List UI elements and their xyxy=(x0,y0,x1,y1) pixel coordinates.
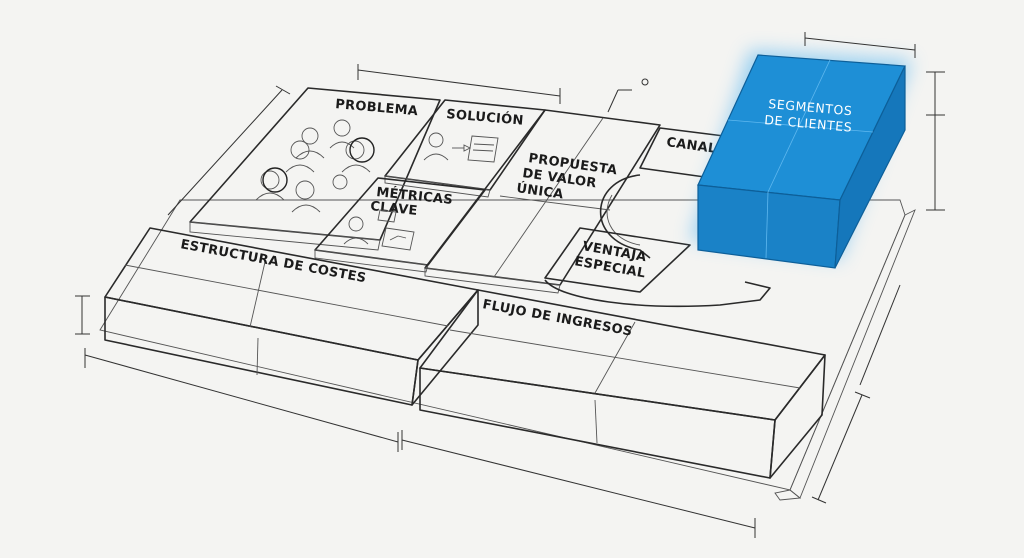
block-segmentos-clientes: SEGMENTOS DE CLIENTES xyxy=(690,50,912,269)
solution-sketch-icon xyxy=(423,132,499,163)
panel-metricas-clave: MÉTRICAS CLAVE xyxy=(314,177,486,273)
block-flujo-ingresos: FLUJO DE INGRESOS xyxy=(419,289,826,479)
dimension-lines xyxy=(75,32,945,538)
panel-problema: PROBLEMA xyxy=(189,87,441,251)
label-estructura-costes: ESTRUCTURA DE COSTES xyxy=(179,237,367,286)
block-estructura-costes: ESTRUCTURA DE COSTES xyxy=(104,227,479,406)
label-flujo-ingresos: FLUJO DE INGRESOS xyxy=(481,297,633,339)
label-solucion: SOLUCIÓN xyxy=(446,106,525,129)
pin-icon xyxy=(641,78,649,86)
panel-solucion: SOLUCIÓN xyxy=(384,99,546,198)
label-segmentos-line1: SEGMENTOS xyxy=(768,96,853,118)
metrics-sketch-icon xyxy=(343,209,415,251)
people-sketch-icon xyxy=(255,119,375,213)
label-metricas-line2: CLAVE xyxy=(370,199,419,219)
label-problema: PROBLEMA xyxy=(335,97,419,119)
panel-propuesta-valor: PROPUESTA DE VALOR ÚNICA xyxy=(424,109,661,294)
label-propuesta-line3: ÚNICA xyxy=(515,180,564,202)
